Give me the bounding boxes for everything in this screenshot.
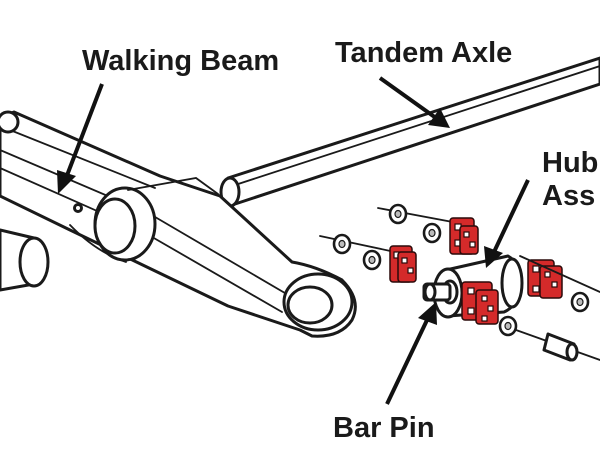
left-stub-cylinder — [0, 228, 50, 292]
tandem-axle-arrow — [378, 76, 450, 128]
right-washers-bolt — [498, 255, 600, 362]
bar-pin — [422, 282, 452, 302]
bar-pin-arrow — [385, 302, 437, 405]
rubber-bushing-upper — [449, 217, 479, 255]
walking-beam-label: Walking Beam — [82, 45, 279, 77]
hub-label-line2: Ass — [542, 180, 595, 212]
walking-beam-arrow — [57, 83, 104, 194]
hub-arrow — [484, 179, 530, 268]
hub-label-line1: Hub — [542, 147, 598, 179]
tandem-axle-label: Tandem Axle — [335, 37, 512, 69]
bar-pin-label: Bar Pin — [333, 412, 435, 444]
lower-washer-row — [319, 233, 396, 271]
rubber-bushing-center — [461, 281, 499, 325]
rubber-bushing-left — [389, 245, 417, 283]
walking-beam-body — [0, 110, 357, 338]
rubber-bushing-right — [527, 259, 563, 299]
tandem-axle-tube — [219, 56, 600, 208]
